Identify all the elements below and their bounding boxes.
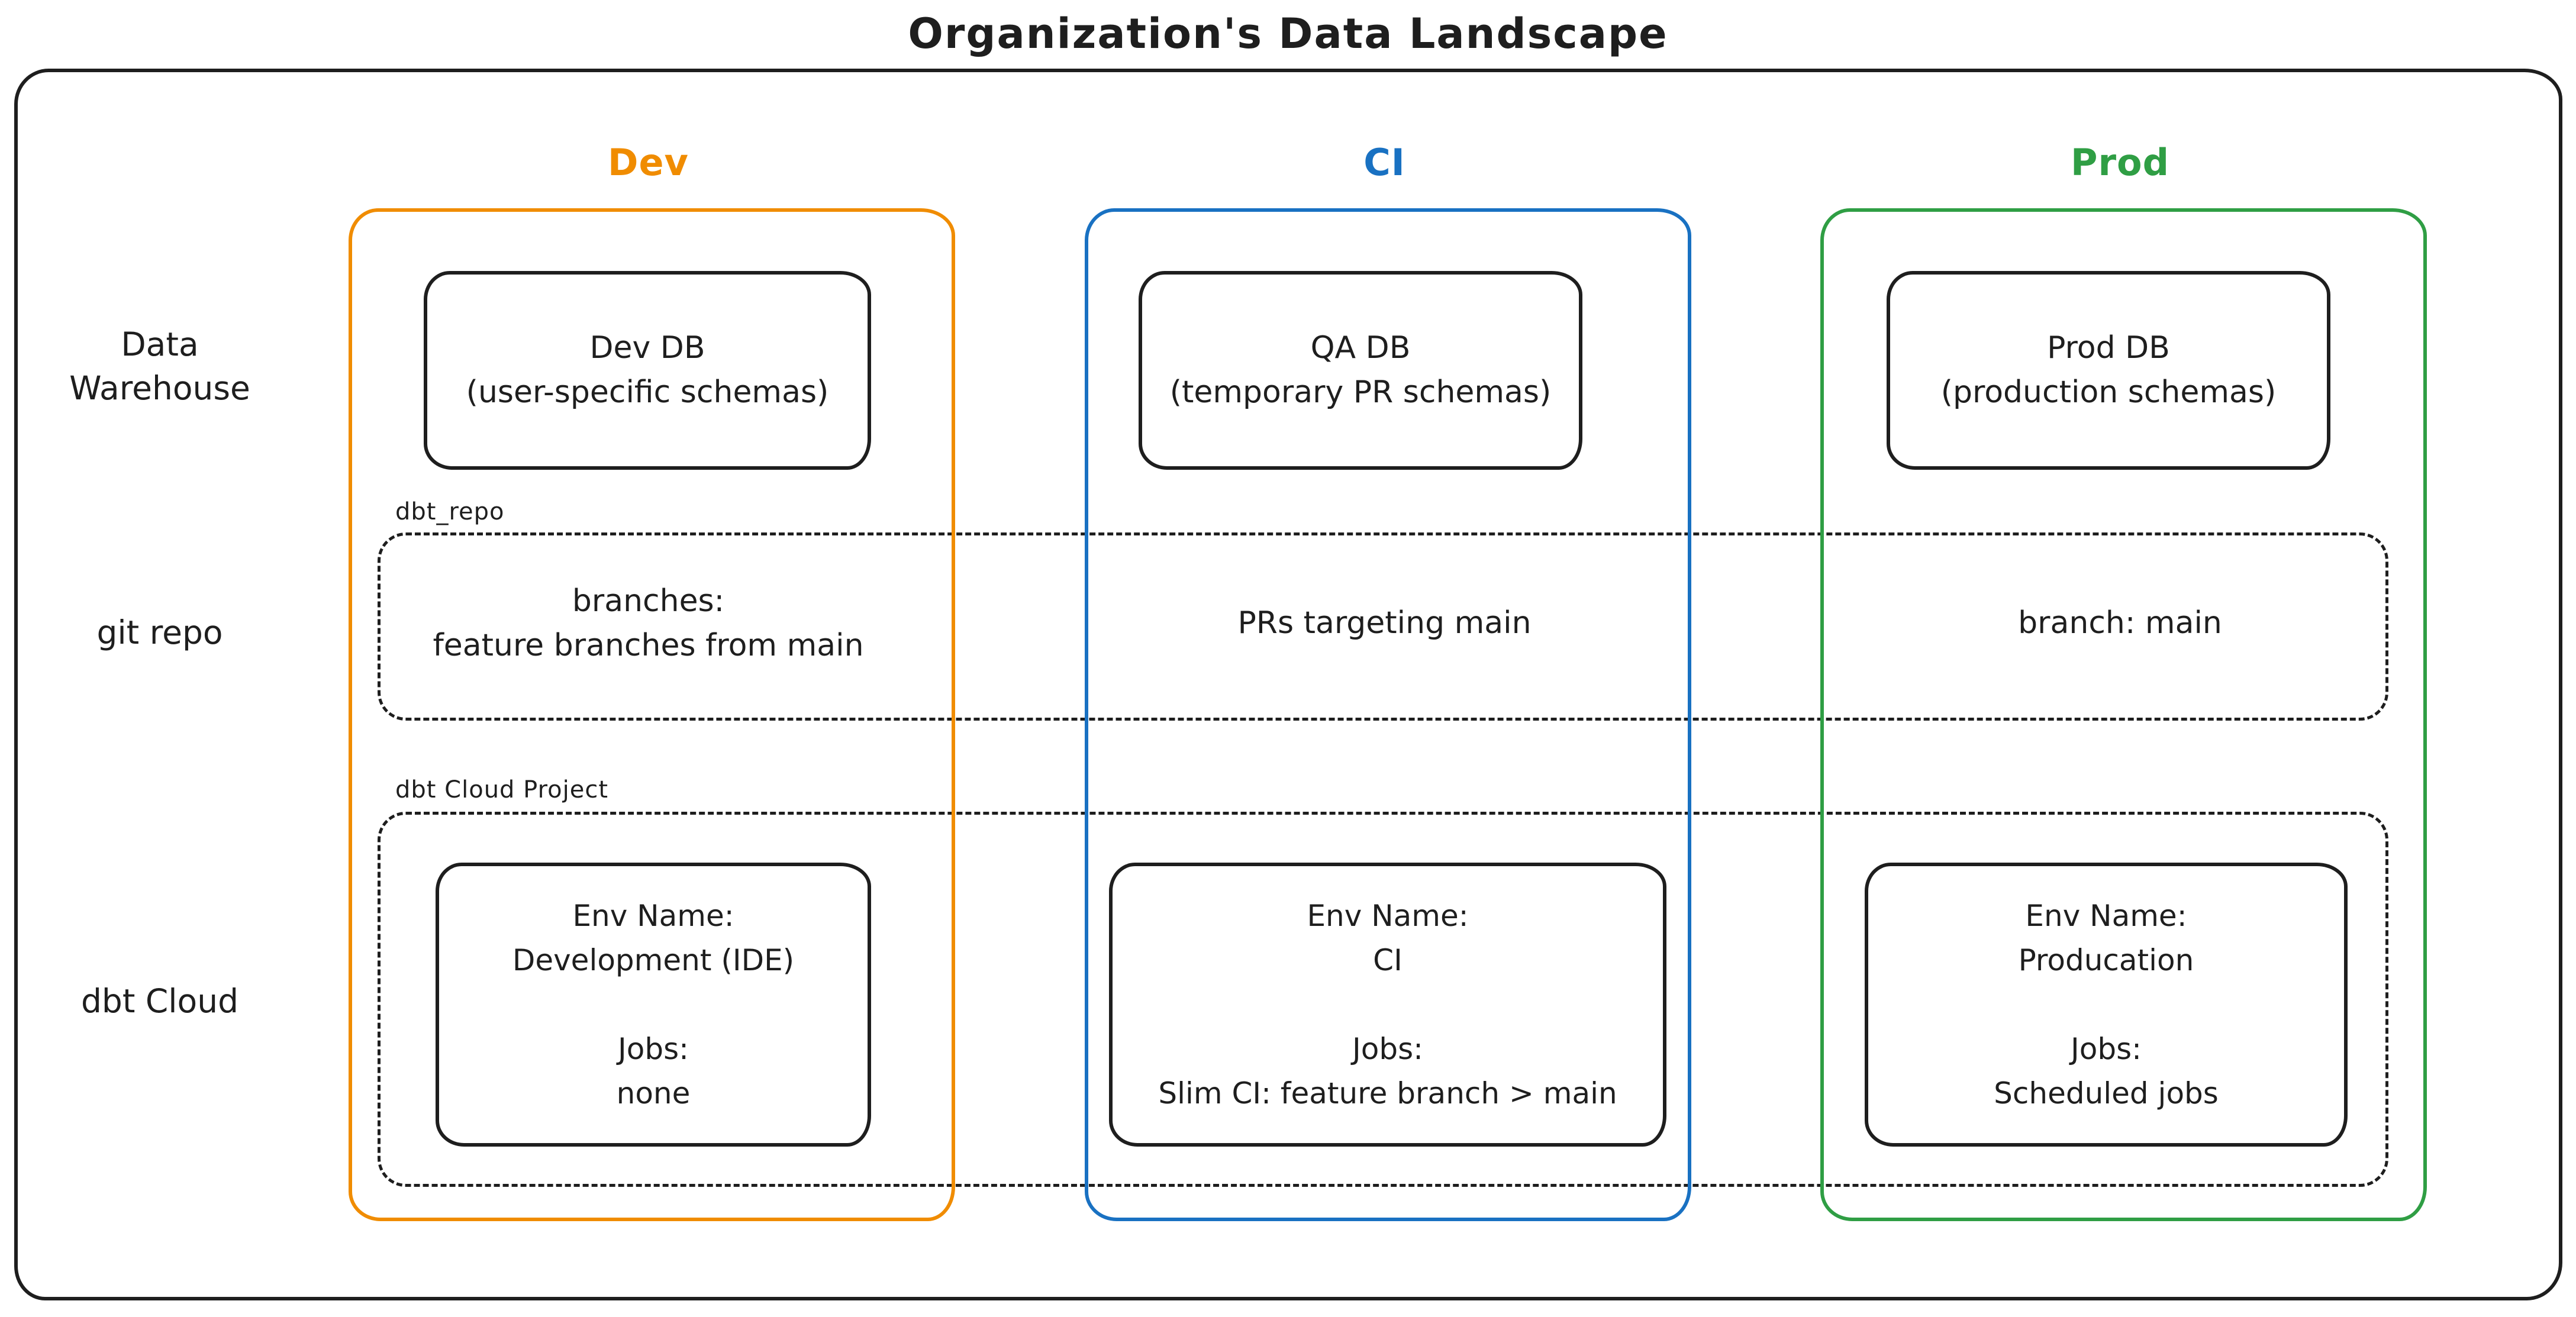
row-label-dbt-cloud: dbt Cloud: [81, 982, 238, 1020]
row-label-git-repo: git repo: [96, 614, 223, 651]
group-label-dbt-repo: dbt_repo: [395, 498, 505, 525]
node-env-dev: Env Name: Development (IDE) Jobs: none: [436, 863, 871, 1147]
node-env-ci: Env Name: CI Jobs: Slim CI: feature bran…: [1109, 863, 1666, 1147]
column-box-prod: [1820, 208, 2427, 1221]
node-dev-db: Dev DB (user-specific schemas): [424, 271, 871, 470]
page-title: Organization's Data Landscape: [908, 9, 1668, 58]
node-qa-db: QA DB (temporary PR schemas): [1139, 271, 1582, 470]
column-box-ci: [1085, 208, 1691, 1221]
group-box-dbt-repo: [378, 532, 2388, 721]
column-header-ci: CI: [1363, 141, 1405, 184]
group-box-dbt-cloud-project: [378, 812, 2388, 1187]
node-env-prod: Env Name: Producation Jobs: Scheduled jo…: [1865, 863, 2348, 1147]
git-text-dev: branches: feature branches from main: [433, 583, 864, 663]
column-header-dev: Dev: [608, 141, 689, 184]
node-prod-db: Prod DB (production schemas): [1887, 271, 2330, 470]
git-text-ci: PRs targeting main: [1237, 605, 1532, 641]
column-header-prod: Prod: [2071, 141, 2169, 184]
landscape-container: [14, 69, 2562, 1300]
column-box-dev: [349, 208, 955, 1221]
row-label-data-warehouse: Data Warehouse: [69, 325, 250, 408]
git-text-prod: branch: main: [2018, 605, 2222, 641]
group-label-dbt-cloud-project: dbt Cloud Project: [395, 776, 609, 803]
